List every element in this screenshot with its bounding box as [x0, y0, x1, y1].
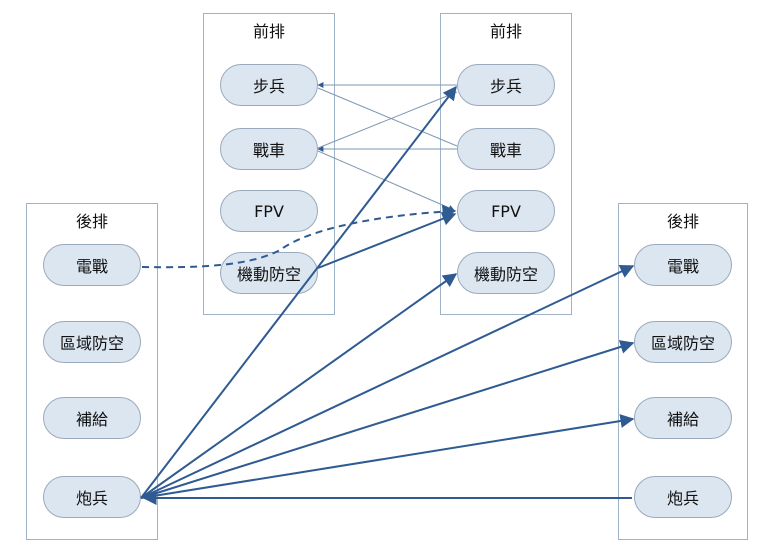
link-fr-infantry-to-fl-tank: [317, 91, 458, 149]
rr-node-area-ad: 區域防空: [634, 321, 732, 363]
rr-node-supply: 補給: [634, 397, 732, 439]
fl-node-tank: 戰車: [220, 128, 318, 170]
link-artillery-to-rr-area-ad: [140, 340, 635, 499]
front-right-title: 前排: [489, 22, 522, 41]
link-fl-infantry-to-fr-tank: [317, 87, 458, 147]
fr-node-tank: 戰車: [457, 128, 555, 170]
rl-node-area-ad: 區域防空: [43, 321, 141, 363]
link-fl-tank-to-fr-fpv: [317, 150, 455, 211]
fl-node-mobile-ad: 機動防空: [220, 252, 318, 294]
front-left-title: 前排: [252, 22, 285, 41]
rr-node-artillery: 炮兵: [634, 476, 732, 518]
fl-node-infantry: 步兵: [220, 64, 318, 106]
rear-right-title: 後排: [666, 212, 699, 231]
link-fl-mobile-ad-to-fr-fpv: [317, 212, 457, 269]
rl-node-supply: 補給: [43, 397, 141, 439]
rl-node-artillery: 炮兵: [43, 476, 141, 518]
rear-left-title: 後排: [75, 212, 108, 231]
fl-node-fpv: FPV: [220, 190, 318, 232]
fr-node-infantry: 步兵: [457, 64, 555, 106]
fr-node-fpv: FPV: [457, 190, 555, 232]
rr-node-ew: 電戰: [634, 244, 732, 286]
rl-node-ew: 電戰: [43, 244, 141, 286]
fr-node-mobile-ad: 機動防空: [457, 252, 555, 294]
link-artillery-to-rr-supply: [140, 414, 635, 499]
